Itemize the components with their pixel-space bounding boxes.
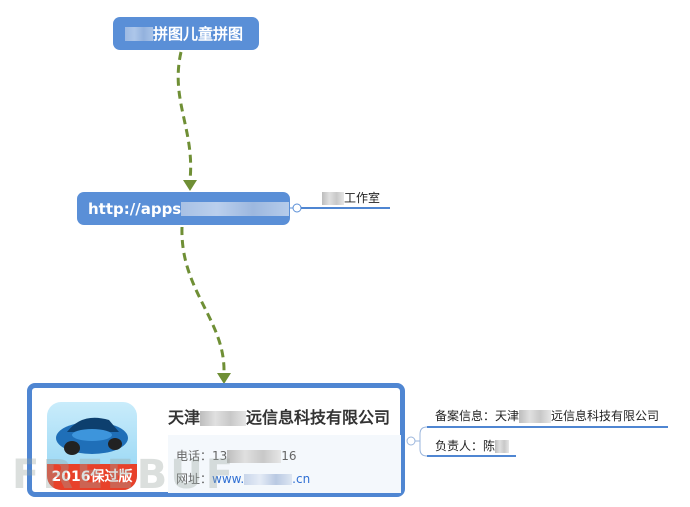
collapse-toggle-1 bbox=[292, 203, 302, 213]
app-icon: 2016保过版 bbox=[47, 402, 137, 490]
icon-badge: 2016保过版 bbox=[47, 464, 137, 490]
root-node[interactable]: 拼图儿童拼图 bbox=[113, 17, 259, 50]
studio-label: 工作室 bbox=[322, 189, 380, 206]
record-info[interactable]: 备案信息：天津远信息科技有限公司 bbox=[435, 409, 660, 423]
redacted-text bbox=[181, 201, 290, 216]
redacted-text bbox=[125, 26, 153, 41]
website-link[interactable]: www..cn bbox=[212, 472, 311, 486]
company-title: 天津远信息科技有限公司 bbox=[168, 408, 391, 427]
arrow-head-2 bbox=[217, 373, 231, 384]
arrow-head-1 bbox=[183, 180, 197, 191]
dashed-connector-2 bbox=[180, 226, 226, 373]
dashed-connector-1 bbox=[176, 51, 193, 181]
url-node[interactable]: http://apps bbox=[77, 192, 290, 225]
website-row: 网址：www..cn bbox=[176, 472, 311, 486]
car-icon bbox=[56, 417, 128, 455]
root-node-label: 拼图儿童拼图 bbox=[153, 25, 244, 43]
url-node-label: http://apps bbox=[88, 199, 182, 218]
collapse-toggle-2 bbox=[406, 436, 416, 446]
owner-info[interactable]: 负责人：陈 bbox=[435, 437, 510, 454]
